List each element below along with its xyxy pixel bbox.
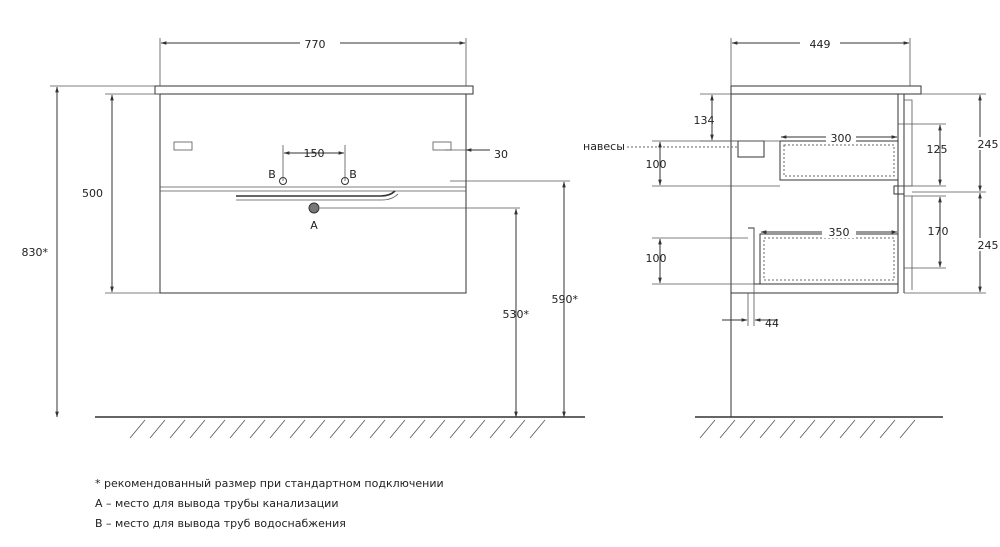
front-drawer-handle: [236, 190, 396, 197]
dim-total-height-label: 830*: [22, 246, 49, 259]
dim-100-top-label: 100: [646, 158, 667, 171]
side-hanger-icon: [737, 140, 765, 158]
side-countertop: [730, 85, 922, 95]
dim-125-label: 125: [927, 143, 948, 156]
label-hangers: навесы: [583, 140, 625, 153]
dim-245-bottom-label: 245: [978, 239, 999, 252]
front-drawer-divider: [160, 186, 466, 192]
dim-350-label: 350: [829, 226, 850, 239]
upper-drawer: [779, 140, 898, 181]
notes: * рекомендованный размер при стандартном…: [95, 474, 444, 534]
front-view: 770 830* 500 150 B B A 30 530* 590*: [22, 36, 585, 439]
dim-width-label: 770: [305, 38, 326, 51]
floor-hatch-front: [129, 419, 546, 439]
dim-170-label: 170: [928, 225, 949, 238]
dim-245-top-label: 245: [978, 138, 999, 151]
dim-cabinet-height-label: 500: [82, 187, 103, 200]
dim-depth-label: 449: [810, 38, 831, 51]
dim-44-label: 44: [765, 317, 779, 330]
note-recommended: * рекомендованный размер при стандартном…: [95, 477, 444, 490]
note-label-b: В – место для вывода труб водоснабжения: [95, 517, 346, 530]
label-b-right: B: [349, 168, 357, 181]
dim-hanger-offset-label: 30: [494, 148, 508, 161]
dim-300-label: 300: [831, 132, 852, 145]
dim-134-label: 134: [694, 114, 715, 127]
side-view: 449 навесы 134 100 300 125 245 350 170: [583, 36, 1000, 439]
front-cabinet: [159, 93, 467, 294]
label-a: A: [310, 219, 318, 232]
dim-100-bottom-label: 100: [646, 252, 667, 265]
dim-530-label: 530*: [503, 308, 530, 321]
label-b-left: B: [268, 168, 276, 181]
drain-outlet-icon: [308, 202, 320, 214]
hanger-right-icon: [432, 141, 452, 151]
hanger-left-icon: [173, 141, 193, 151]
front-countertop: [154, 85, 474, 95]
dim-590-label: 590*: [552, 293, 579, 306]
floor-hatch-side: [699, 419, 916, 439]
note-label-a: А – место для вывода трубы канализации: [95, 497, 339, 510]
dim-pipe-spacing-label: 150: [304, 147, 325, 160]
